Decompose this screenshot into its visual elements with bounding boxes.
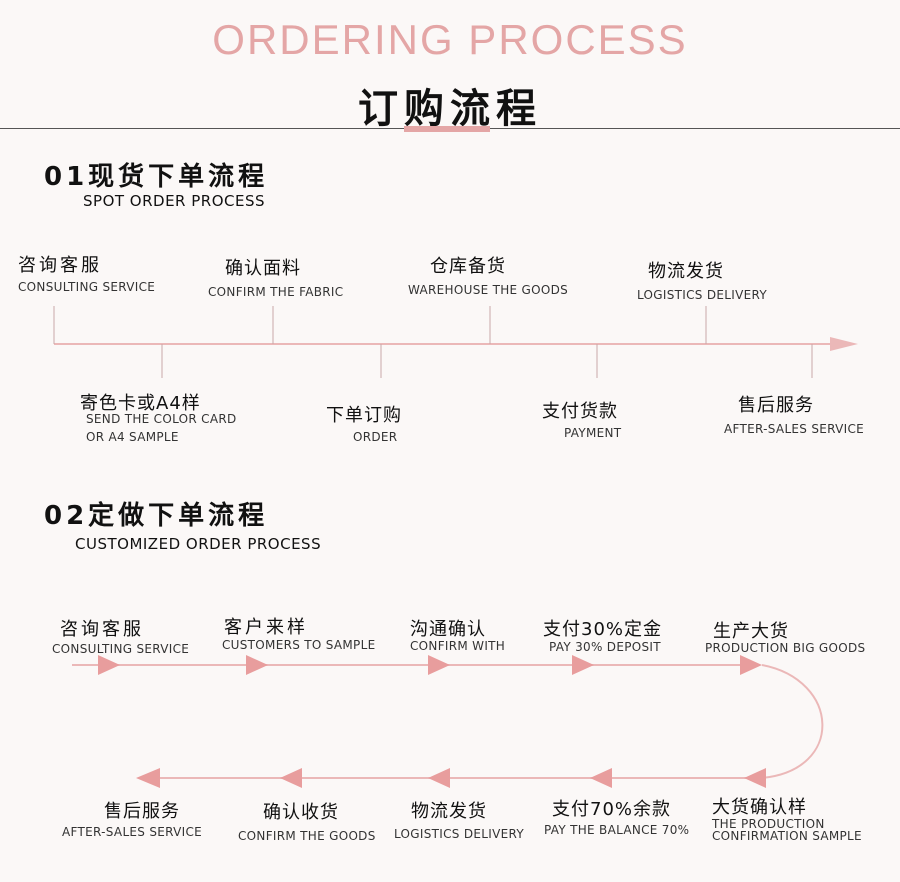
row2-balance-en: PAY THE BALANCE 70%	[544, 823, 690, 837]
row1-production-cn: 生产大货	[713, 621, 789, 642]
row2-arrow-3	[428, 768, 450, 788]
section2-subtitle: CUSTOMIZED ORDER PROCESS	[75, 535, 322, 553]
step-cn: 咨询客服	[18, 255, 102, 276]
spot-timeline-arrowhead	[830, 337, 858, 351]
row2-logistics-cn: 物流发货	[411, 801, 487, 822]
row1-sample-en: CUSTOMERS TO SAMPLE	[222, 638, 376, 652]
row1-sample-cn: 客户来样	[224, 617, 308, 638]
title-cn: 订购流程	[358, 86, 542, 132]
row1-arrow-2	[246, 655, 268, 675]
row2-confirm-goods-en: CONFIRM THE GOODS	[238, 829, 376, 843]
row1-arrow-1	[98, 655, 120, 675]
row2-after-sales-cn: 售后服务	[104, 801, 180, 822]
row2-confirm-sample-en: THE PRODUCTION	[712, 817, 825, 831]
step-after-sales-cn: 售后服务	[738, 395, 814, 416]
row2-after-sales-en: AFTER-SALES SERVICE	[62, 825, 203, 839]
section1-subtitle: SPOT ORDER PROCESS	[83, 192, 266, 210]
row1-deposit-cn: 支付30%定金	[543, 619, 663, 640]
step-order-en: ORDER	[353, 430, 398, 444]
step-after-sales-en: AFTER-SALES SERVICE	[724, 422, 865, 436]
row2-confirm-sample-en2: CONFIRMATION SAMPLE	[712, 829, 862, 843]
step-logistics-cn: 物流发货	[648, 257, 724, 283]
step-order-cn: 下单订购	[326, 405, 402, 426]
row1-arrow-5	[740, 655, 762, 675]
row1-confirm-en: CONFIRM WITH	[410, 639, 506, 653]
step-confirm-fabric: 确认面料	[225, 254, 301, 280]
step-payment-en: PAYMENT	[564, 426, 622, 440]
row1-arrow-4	[572, 655, 594, 675]
row1-production-en: PRODUCTION BIG GOODS	[705, 641, 866, 655]
step-color-card-en: SEND THE COLOR CARD	[86, 412, 237, 426]
step-color-card-cn: 寄色卡或A4样	[80, 393, 201, 414]
step-confirm-fabric-en: CONFIRM THE FABRIC	[208, 285, 344, 299]
row1-arrow-3	[428, 655, 450, 675]
row1-deposit-en: PAY 30% DEPOSIT	[549, 640, 661, 654]
step-payment-cn: 支付货款	[542, 401, 618, 422]
step-cn: 确认面料	[225, 258, 301, 279]
row2-arrow-5	[136, 768, 160, 788]
row2-arrow-2	[590, 768, 612, 788]
step-color-card-en2: OR A4 SAMPLE	[86, 430, 179, 444]
step-en: CONSULTING SERVICE	[18, 280, 156, 294]
row1-consulting-cn: 咨询客服	[60, 619, 144, 640]
title-underline	[404, 126, 490, 132]
step-logistics-en: LOGISTICS DELIVERY	[637, 288, 767, 302]
row2-confirm-sample-cn: 大货确认样	[712, 797, 807, 818]
row2-balance-cn: 支付70%余款	[552, 799, 672, 820]
title-en: ORDERING PROCESS	[212, 16, 688, 63]
row2-arrow-4	[280, 768, 302, 788]
step-warehouse-cn: 仓库备货	[430, 252, 506, 278]
step-cn: 物流发货	[648, 261, 724, 282]
row2-arrow-1	[744, 768, 766, 788]
row2-confirm-goods-cn: 确认收货	[263, 802, 339, 823]
step-warehouse-en: WAREHOUSE THE GOODS	[408, 283, 569, 297]
row1-consulting-en: CONSULTING SERVICE	[52, 642, 190, 656]
section2-title: 02定做下单流程	[44, 501, 269, 531]
custom-curve	[761, 664, 824, 779]
section1-title: 01现货下单流程	[44, 162, 269, 192]
row1-confirm-cn: 沟通确认	[410, 619, 486, 640]
row2-logistics-en: LOGISTICS DELIVERY	[394, 827, 524, 841]
step-cn: 仓库备货	[430, 256, 506, 277]
step-consulting: 咨询客服 CONSULTING SERVICE	[18, 251, 155, 294]
